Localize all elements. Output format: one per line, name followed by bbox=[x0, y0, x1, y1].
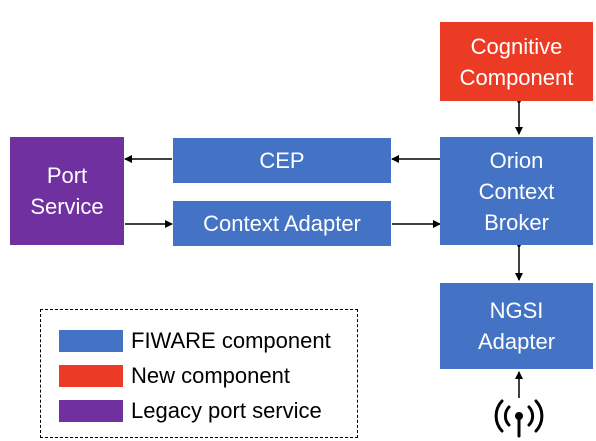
legend-swatch-legacy bbox=[59, 400, 123, 422]
antenna-icon bbox=[494, 399, 544, 438]
port-service-line-2: Service bbox=[30, 194, 104, 219]
orion-context-broker-box: Orion Context Broker bbox=[440, 137, 593, 245]
ngsi-adapter-box: NGSI Adapter bbox=[440, 283, 593, 369]
legend-swatch-fiware bbox=[59, 330, 123, 352]
legend-label-fiware: FIWARE component bbox=[131, 328, 331, 353]
cognitive-component-box: Cognitive Component bbox=[440, 22, 593, 101]
context-adapter-label: Context Adapter bbox=[203, 211, 361, 236]
legend-label-legacy: Legacy port service bbox=[131, 398, 322, 423]
port-service-box: Port Service bbox=[10, 137, 124, 245]
port-service-line-1: Port bbox=[46, 163, 88, 188]
cep-label: CEP bbox=[259, 148, 305, 173]
ngsi-adapter-line-2: Adapter bbox=[477, 329, 556, 354]
legend-item-legacy: Legacy port service bbox=[59, 398, 322, 423]
cognitive-component-line-2: Component bbox=[459, 64, 574, 90]
legend: FIWARE component New component Legacy po… bbox=[40, 309, 358, 438]
orion-line-2: Context bbox=[478, 178, 555, 204]
legend-item-new: New component bbox=[59, 363, 290, 388]
context-adapter-box: Context Adapter bbox=[173, 201, 391, 246]
legend-swatch-new bbox=[59, 365, 123, 387]
legend-label-new: New component bbox=[131, 363, 290, 388]
orion-line-3: Broker bbox=[484, 209, 549, 235]
cep-box: CEP bbox=[173, 138, 391, 183]
orion-line-1: Orion bbox=[489, 147, 544, 173]
ngsi-adapter-line-1: NGSI bbox=[489, 298, 544, 323]
cognitive-component-line-1: Cognitive bbox=[470, 33, 563, 59]
legend-item-fiware: FIWARE component bbox=[59, 328, 331, 353]
